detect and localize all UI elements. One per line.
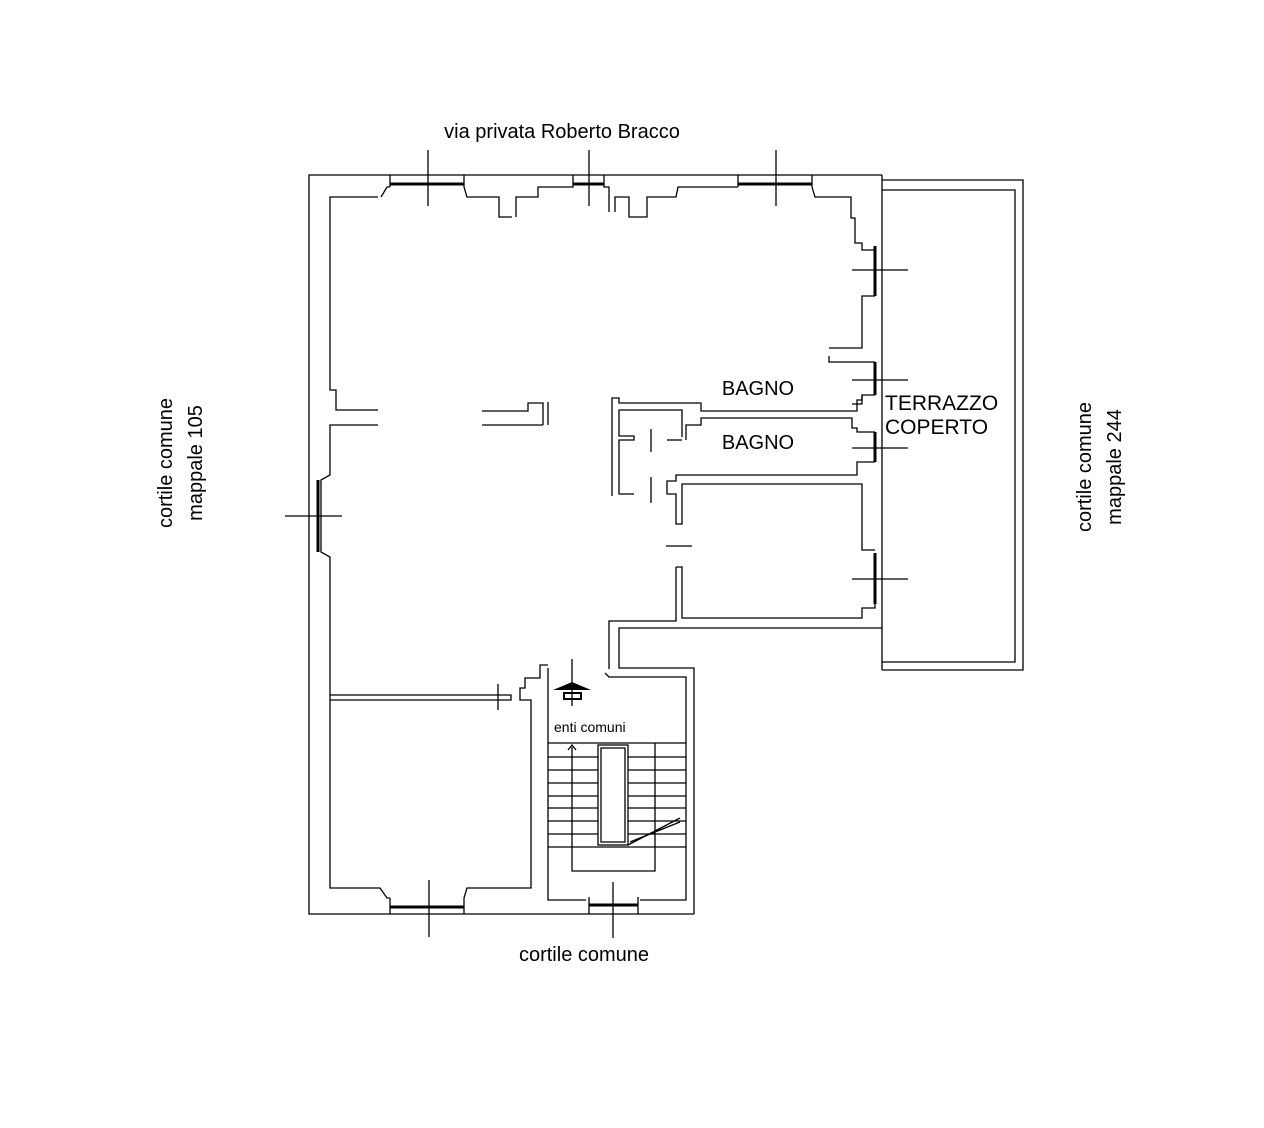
right-courtyard-label-2: mappale 244: [1104, 409, 1126, 525]
exterior-walls: [308, 174, 883, 915]
left-courtyard-label-2: mappale 105: [185, 405, 207, 521]
terrace-label-2: COPERTO: [885, 416, 988, 439]
bathroom-label-2: BAGNO: [722, 432, 794, 454]
common-area-label: enti comuni: [554, 719, 626, 735]
interior-walls: [482, 395, 882, 914]
bottom-courtyard-label: cortile comune: [519, 944, 649, 966]
windows: [285, 150, 908, 938]
terrace-label-1: TERRAZZO: [885, 392, 998, 415]
terrace-outline: [882, 179, 1024, 671]
entrance-arrow-icon: [553, 659, 591, 706]
staircase: [548, 742, 686, 872]
street-label: via privata Roberto Bracco: [444, 121, 680, 143]
right-courtyard-label-1: cortile comune: [1074, 402, 1096, 532]
left-courtyard-label-1: cortile comune: [155, 398, 177, 528]
bathroom-label-1: BAGNO: [722, 378, 794, 400]
